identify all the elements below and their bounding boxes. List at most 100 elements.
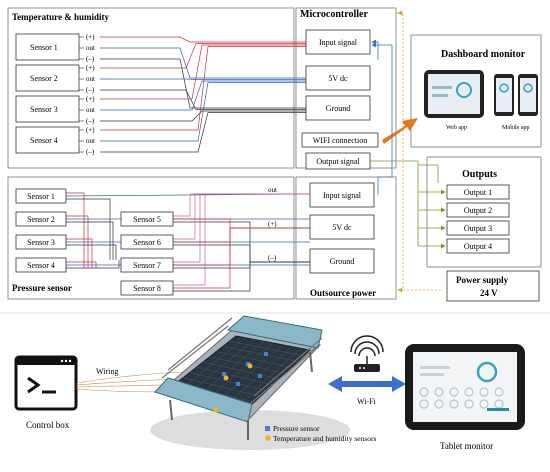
pressure-sensor-label: Sensor 8 [133,284,161,293]
bed-rail [161,325,229,379]
legend-pressure-label: Pressure sensor [273,424,320,433]
wiring-label: Wiring [96,367,118,376]
outsource-box-label: Ground [330,257,354,266]
outsource-box-label: Input signal [323,191,362,200]
web-app-bar-icon [432,86,452,89]
web-app-gauge-icon [456,82,472,98]
pressure-wire [173,227,310,266]
mattress-grid-line [189,339,255,394]
pressure-sensor-box [120,211,174,227]
wifi-signal-icon [354,341,380,355]
power-supply-box: Power supply 24 V [446,270,540,302]
pressure-sensor-marker [222,372,226,376]
pressure-sensor-box [120,280,174,296]
output-label: Output 1 [464,188,492,197]
temperature-sensor-marker [213,407,219,413]
power-supply-voltage: 24 V [480,288,498,298]
pressure-sensor-panel: Pressure sensor [7,176,295,300]
wifi-signal-icon [358,347,376,357]
microcontroller-title: Microcontroller [300,9,368,20]
bed-leg [309,351,313,373]
temperature-sensor-marker [223,375,229,381]
tablet-widget-icon [464,399,474,409]
pin-label: out [86,106,95,114]
wifi-label: Wi-Fi [357,397,377,406]
tablet-widget-icon [464,387,474,397]
tablet-widget-icon [434,399,444,409]
dashboard-feedback-dashed-line [396,12,443,291]
temp-sensor-box [15,64,80,92]
output-label: Output 4 [464,242,492,251]
power-supply-label: Power supply [456,275,509,285]
wifi-double-arrow [328,376,406,392]
pressure-wire [66,261,97,268]
titlebar-dot-icon [60,359,64,363]
pressure-wire [173,193,310,286]
pressure-sensor-box [120,234,174,250]
pressure-wire [66,192,85,268]
temp-wire [100,112,306,153]
tablet-gauge-icon [476,361,498,383]
mc-box-label: Output signal [316,157,360,166]
bed-rail [253,337,323,397]
output-label: Output 3 [464,224,492,233]
pressure-sensor-box [15,211,67,227]
temperature-sensor-marker [247,363,253,369]
mobile-gauge-icon [523,83,533,93]
hospital-bed-illustration [150,315,350,450]
bed-headboard [226,315,323,349]
mc-box-label: Ground [326,104,350,113]
temp-sensor-label: Sensor 4 [30,136,58,145]
outsource-panel-frame [295,176,397,300]
pin-label: (+) [86,126,95,134]
output-signal-wire [418,164,439,183]
wire-label-out: out [268,186,277,194]
mattress-grid-line [199,341,264,396]
pin-label: (+) [86,64,95,72]
outsource-box [309,214,375,240]
pressure-sensor-box [15,257,67,273]
pressure-sensor-label: Sensor 5 [133,215,161,224]
tablet-monitor-label: Tablet monitor [440,441,493,451]
pressure-sensor-marker [258,374,262,378]
pin-label: (–) [86,148,95,156]
tablet-widget-icon [434,387,444,397]
tablet-widget-icon [449,387,459,397]
temp-wire [100,36,306,43]
temp-sensor-box [15,95,80,123]
mattress-grid-line [218,344,283,401]
output-box [446,202,510,218]
pressure-wire [173,193,310,240]
mc-box-label: Input signal [319,38,358,47]
temp-wire [100,44,306,100]
pin-label: out [86,44,95,52]
outsource-power-panel: Outsource power [295,176,397,300]
mc-box [301,132,379,148]
pressure-sensor-box [15,234,67,250]
dashboard-panel: Dashboard monitor Web app Mobile app [410,34,542,148]
tablet-widget-icon [449,399,459,409]
output-box [446,238,510,254]
outputs-panel: Outputs [426,156,542,268]
mobile-gauge-icon [499,83,509,93]
pressure-sensor-box [120,257,174,273]
pressure-wire [173,261,310,292]
titlebar-dot-icon [68,359,72,363]
tablet-bar-icon [420,373,444,376]
pressure-wire [173,244,310,263]
pin-label: (–) [86,55,95,63]
temp-sensor-label: Sensor 1 [30,43,58,52]
tablet-bar-icon [420,366,450,369]
wifi-signal-icon [350,335,384,353]
pin-label: out [86,75,95,83]
router-icon [354,364,380,372]
pin-label: out [86,137,95,145]
mc-box-label: 5V dc [328,74,348,83]
wiring-line [75,371,186,384]
legend-temperature-label: Temperature and humidity sensors [273,434,376,443]
mc-box [305,95,371,121]
pressure-wire [66,244,117,260]
temperature-panel-title: Temperature & humidity [12,12,110,22]
outsource-title: Outsource power [310,288,376,298]
dashboard-panel-frame [410,34,542,148]
